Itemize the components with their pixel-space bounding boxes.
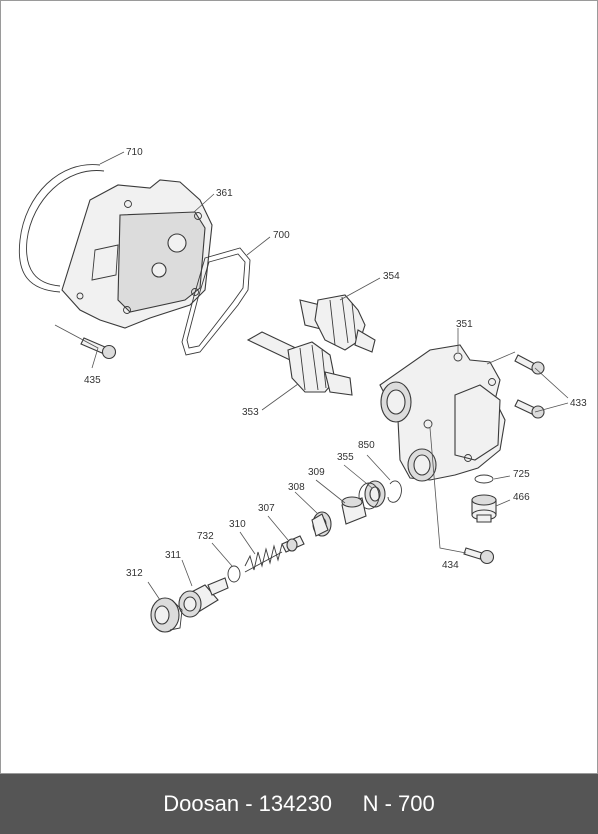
label-312: 312: [126, 568, 143, 579]
exploded-parts-diagram: 710 361 700 354 351 433 435 353 850 355 …: [18, 147, 587, 633]
part-710-o-ring: [18, 164, 105, 293]
part-309-sleeve: [341, 496, 367, 525]
label-307: 307: [258, 503, 275, 514]
part-434-bolt: [463, 547, 495, 565]
part-725-o-ring: [474, 474, 494, 484]
label-725: 725: [513, 469, 530, 480]
part-355-bearing: [358, 480, 386, 510]
footer-bar: Doosan - 134230 N - 700: [0, 774, 598, 834]
label-310: 310: [229, 519, 246, 530]
label-308: 308: [288, 482, 305, 493]
label-354: 354: [383, 271, 400, 282]
label-434: 434: [442, 560, 459, 571]
part-732-o-ring: [227, 565, 241, 583]
label-700: 700: [273, 230, 290, 241]
part-361-cover: [61, 179, 213, 329]
label-355: 355: [337, 452, 354, 463]
label-435: 435: [84, 375, 101, 386]
part-310-spring: [244, 543, 283, 573]
part-354-gear: [299, 294, 376, 353]
part-312-cap: [150, 597, 183, 633]
part-311-plug: [178, 577, 229, 618]
label-850: 850: [358, 440, 375, 451]
label-466: 466: [513, 492, 530, 503]
part-353-gear-shaft: [246, 331, 353, 396]
footer-caption: Doosan - 134230 N - 700: [163, 791, 435, 816]
part-850-snap-ring: [387, 480, 402, 503]
part-307-valve: [281, 535, 305, 553]
leader-lines: [54, 151, 569, 601]
label-311: 311: [165, 550, 181, 561]
part-labels: 710 361 700 354 351 433 435 353 850 355 …: [84, 147, 587, 579]
label-433: 433: [570, 398, 587, 409]
label-353: 353: [242, 407, 259, 418]
part-700-gasket: [181, 247, 251, 356]
part-308-piston: [311, 511, 332, 537]
part-466-plug: [471, 494, 497, 523]
part-433-bolts: [514, 354, 545, 419]
label-351: 351: [456, 319, 473, 330]
label-710: 710: [126, 147, 143, 158]
label-732: 732: [197, 531, 214, 542]
part-351-housing: [379, 344, 506, 482]
label-309: 309: [308, 467, 325, 478]
label-361: 361: [216, 188, 233, 199]
